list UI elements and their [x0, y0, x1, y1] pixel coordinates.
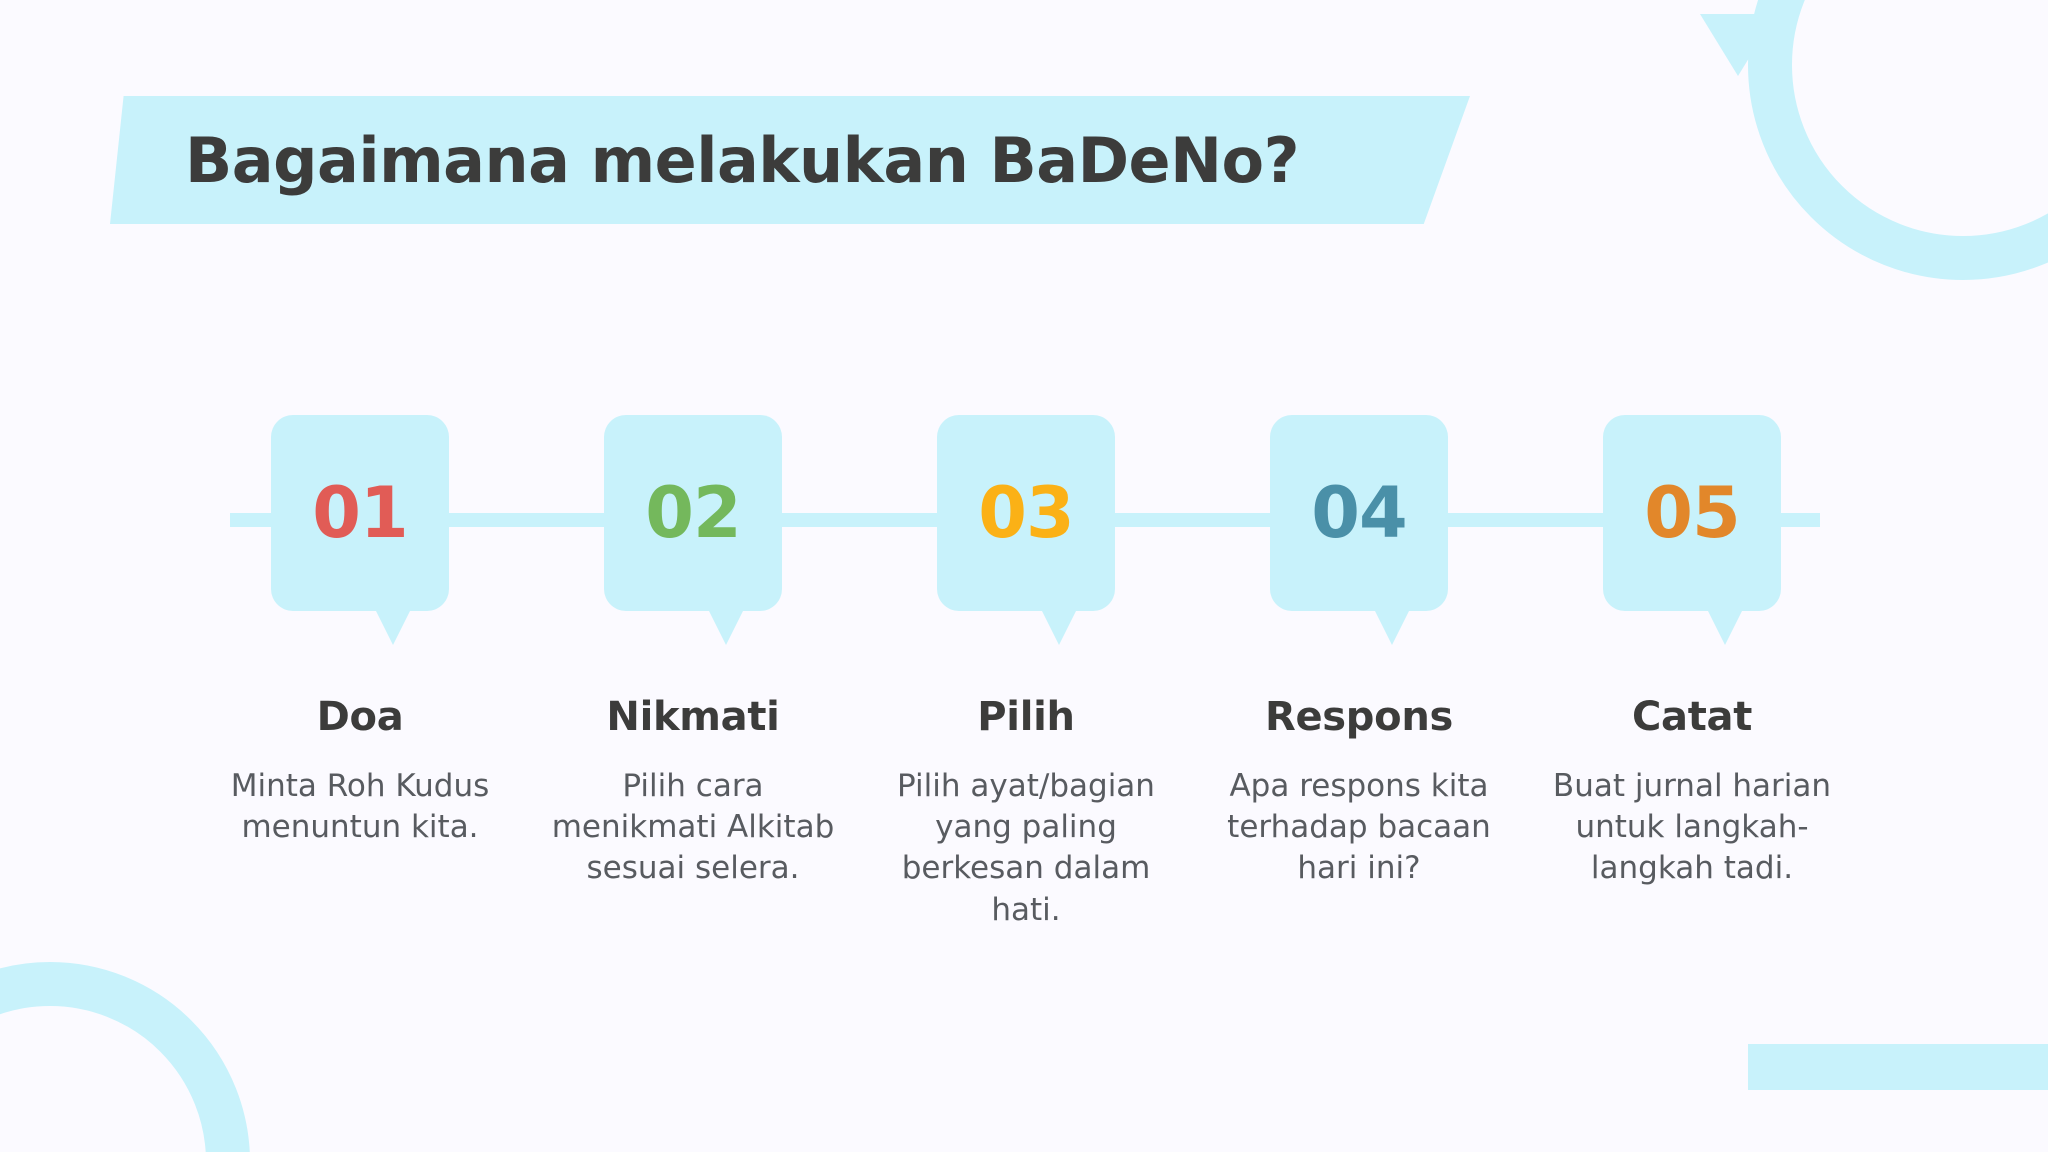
- step-bubble-01: 01: [271, 415, 449, 645]
- step-description-04: Apa respons kita terhadap bacaan hari in…: [1227, 768, 1491, 887]
- step-bubble-04: 04: [1270, 415, 1448, 645]
- step-item-01: 01 Doa Minta Roh Kudus menuntun kita.: [196, 415, 524, 848]
- step-heading-01: Doa: [316, 694, 404, 740]
- steps-container: 01 Doa Minta Roh Kudus menuntun kita. 02…: [196, 415, 1856, 931]
- step-item-04: 04 Respons Apa respons kita terhadap bac…: [1195, 415, 1523, 890]
- step-heading-04: Respons: [1264, 694, 1454, 740]
- bar-decoration-bottom-right-icon: [1748, 1044, 2048, 1090]
- step-heading-02: Nikmati: [606, 694, 780, 740]
- title-banner: Bagaimana melakukan BaDeNo?: [110, 96, 1470, 224]
- step-description-03: Pilih ayat/bagian yang paling berkesan d…: [897, 768, 1155, 928]
- step-bubble-02: 02: [604, 415, 782, 645]
- step-bubble-05: 05: [1603, 415, 1781, 645]
- step-item-03: 03 Pilih Pilih ayat/bagian yang paling b…: [862, 415, 1190, 931]
- page-title: Bagaimana melakukan BaDeNo?: [185, 123, 1300, 197]
- step-number-01: 01: [312, 472, 408, 554]
- step-heading-03: Pilih: [977, 694, 1075, 740]
- ring-decoration-top-right-icon: [1748, 0, 2048, 280]
- step-number-05: 05: [1644, 472, 1740, 554]
- step-number-03: 03: [978, 472, 1074, 554]
- step-description-05: Buat jurnal harian untuk langkah-langkah…: [1552, 768, 1832, 887]
- step-item-02: 02 Nikmati Pilih cara menikmati Alkitab …: [529, 415, 857, 890]
- step-item-05: 05 Catat Buat jurnal harian untuk langka…: [1528, 415, 1856, 890]
- step-number-04: 04: [1311, 472, 1407, 554]
- ring-decoration-bottom-left-icon: [0, 962, 250, 1152]
- step-heading-05: Catat: [1631, 694, 1753, 740]
- triangle-down-decoration-icon: [1700, 14, 1776, 76]
- step-description-01: Minta Roh Kudus menuntun kita.: [230, 768, 490, 846]
- step-number-02: 02: [645, 472, 741, 554]
- step-description-02: Pilih cara menikmati Alkitab sesuai sele…: [551, 768, 835, 887]
- step-bubble-03: 03: [937, 415, 1115, 645]
